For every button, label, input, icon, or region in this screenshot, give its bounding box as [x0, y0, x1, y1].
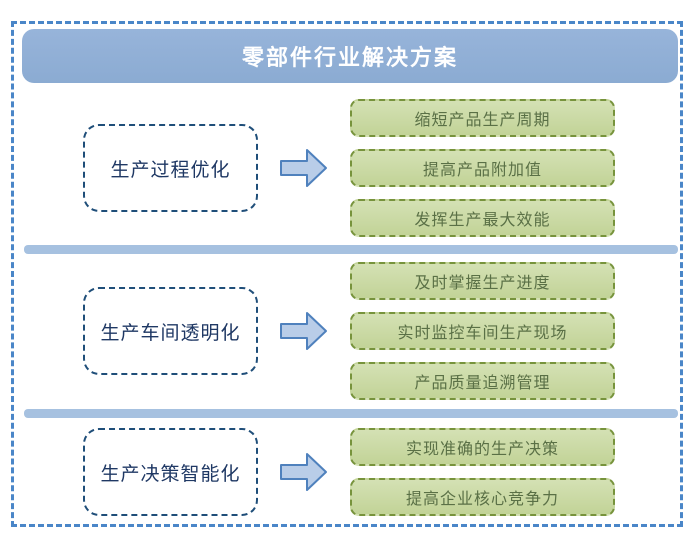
section-production-process: 生产过程优化 缩短产品生产周期 提高产品附加值 发挥生产最大效能 [0, 99, 700, 237]
category-label: 生产车间透明化 [100, 321, 241, 344]
outcome-box: 提高企业核心竞争力 [350, 478, 615, 516]
outcome-label: 实时监控车间生产现场 [397, 323, 568, 342]
category-box-decision-intelligence: 生产决策智能化 [83, 428, 258, 516]
outcome-label: 提高企业核心竞争力 [405, 489, 559, 508]
outcome-label: 缩短产品生产周期 [414, 110, 551, 129]
right-arrow-icon [280, 149, 327, 187]
right-arrow-icon [280, 453, 327, 491]
category-box-production-process: 生产过程优化 [83, 124, 258, 212]
outcome-label: 发挥生产最大效能 [414, 210, 551, 229]
outcome-box: 实时监控车间生产现场 [350, 312, 615, 350]
outcome-list: 及时掌握生产进度 实时监控车间生产现场 产品质量追溯管理 [350, 262, 615, 400]
outcome-box: 实现准确的生产决策 [350, 428, 615, 466]
outcome-box: 产品质量追溯管理 [350, 362, 615, 400]
outcome-label: 及时掌握生产进度 [414, 273, 551, 292]
section-divider [24, 245, 678, 254]
category-box-workshop-transparency: 生产车间透明化 [83, 287, 258, 375]
section-workshop-transparency: 生产车间透明化 及时掌握生产进度 实时监控车间生产现场 产品质量追溯管理 [0, 262, 700, 400]
section-decision-intelligence: 生产决策智能化 实现准确的生产决策 提高企业核心竞争力 [0, 428, 700, 516]
outcome-label: 产品质量追溯管理 [414, 373, 551, 392]
outer-dashed-frame [11, 21, 683, 527]
right-arrow-icon [280, 312, 327, 350]
diagram-title: 零部件行业解决方案 [241, 46, 458, 71]
outcome-box: 提高产品附加值 [350, 149, 615, 187]
outcome-label: 提高产品附加值 [422, 160, 542, 179]
outcome-box: 及时掌握生产进度 [350, 262, 615, 300]
outcome-list: 缩短产品生产周期 提高产品附加值 发挥生产最大效能 [350, 99, 615, 237]
category-label: 生产决策智能化 [100, 462, 241, 485]
section-divider [24, 409, 678, 418]
outcome-box: 发挥生产最大效能 [350, 199, 615, 237]
outcome-label: 实现准确的生产决策 [405, 439, 559, 458]
outcome-list: 实现准确的生产决策 提高企业核心竞争力 [350, 428, 615, 516]
category-label: 生产过程优化 [110, 158, 231, 181]
arrow-cell [258, 310, 350, 352]
arrow-cell [258, 451, 350, 493]
outcome-box: 缩短产品生产周期 [350, 99, 615, 137]
title-bar: 零部件行业解决方案 [22, 29, 678, 83]
arrow-cell [258, 147, 350, 189]
